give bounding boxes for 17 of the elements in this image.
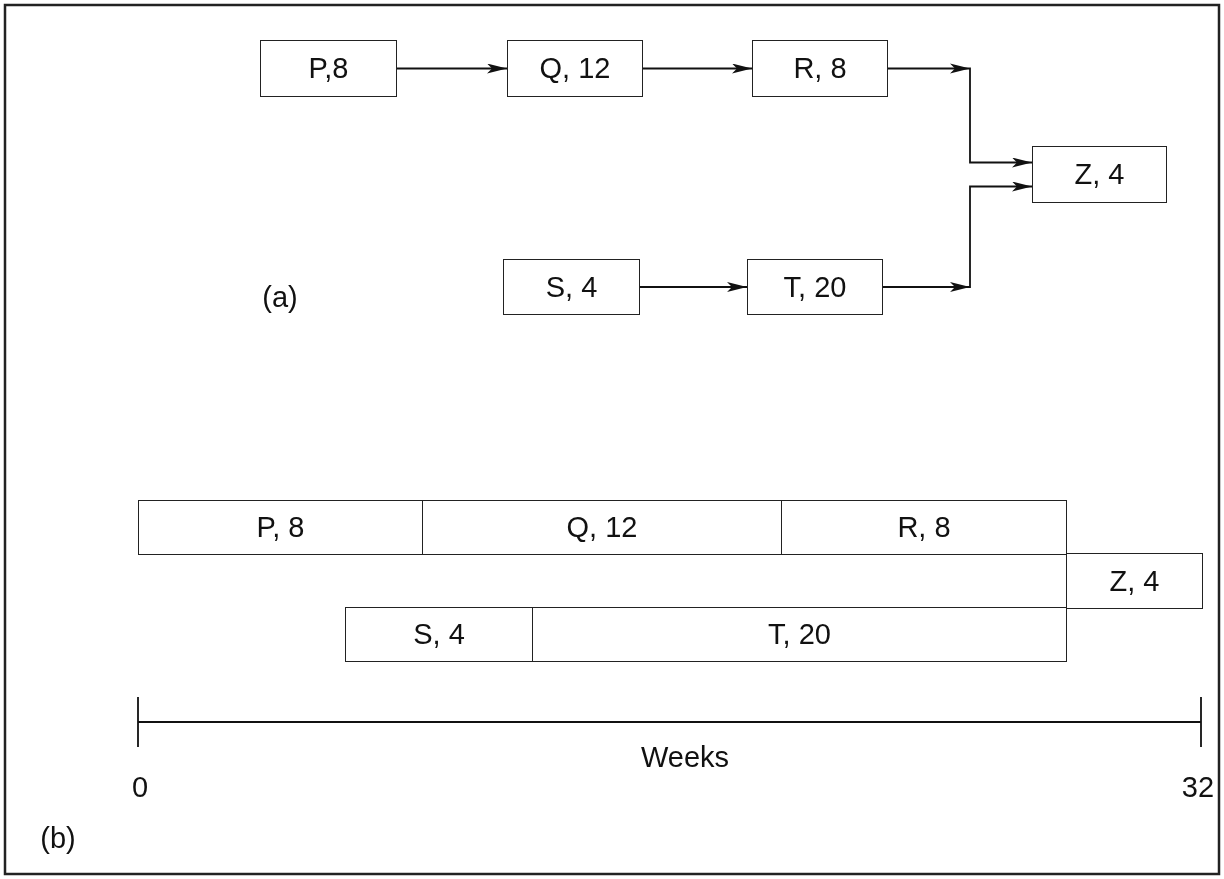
gantt-bar: T, 20: [532, 607, 1067, 662]
activity-box: Z, 4: [1032, 146, 1167, 203]
activity-box: P,8: [260, 40, 397, 97]
tick-label: 32: [1181, 770, 1215, 804]
tick-label: 0: [131, 770, 149, 804]
activity-box: Q, 12: [507, 40, 643, 97]
panel-label: (b): [40, 821, 76, 855]
gantt-bar: S, 4: [345, 607, 533, 662]
activity-box: S, 4: [503, 259, 640, 315]
gantt-bar: P, 8: [138, 500, 423, 555]
activity-box: R, 8: [752, 40, 888, 97]
gantt-bar: Q, 12: [422, 500, 782, 555]
axis-title: Weeks: [640, 740, 730, 774]
gantt-bar: R, 8: [781, 500, 1067, 555]
gantt-bar: Z, 4: [1066, 553, 1203, 609]
panel-label: (a): [262, 280, 298, 314]
activity-box: T, 20: [747, 259, 883, 315]
